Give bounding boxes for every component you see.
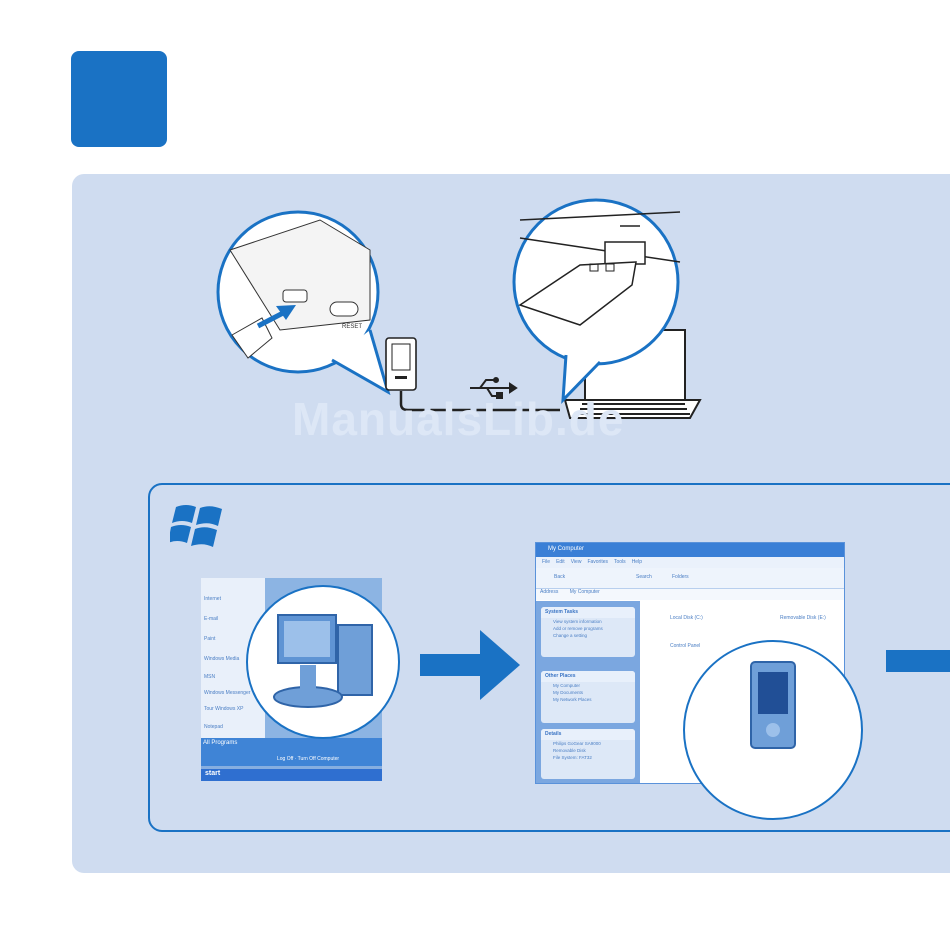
start-menu-item: Paint — [204, 636, 216, 642]
player-device — [385, 337, 417, 391]
log-off-label: Log Off · Turn Off Computer — [277, 756, 340, 762]
address-bar: Address My Computer — [536, 589, 844, 600]
start-menu-item: Tour Windows XP — [204, 706, 244, 712]
drive-item: Local Disk (C:) — [670, 615, 703, 621]
start-menu-item: Notepad — [204, 724, 223, 730]
computer-icon — [273, 614, 373, 708]
next-step-arrow-icon — [886, 650, 950, 672]
start-menu-item: E-mail — [204, 616, 219, 622]
drive-item: Control Panel — [670, 643, 701, 649]
windows-logo-icon — [170, 505, 222, 547]
connection-illustration: RESET — [216, 198, 702, 419]
start-menu-item: Windows Media — [204, 656, 240, 662]
window-title: My Computer — [548, 546, 585, 552]
player-port-zoom: RESET — [216, 210, 391, 396]
laptop — [563, 329, 702, 419]
usb-symbol-icon — [470, 377, 518, 399]
other-places-box: Other Places My Computer My Documents My… — [541, 671, 635, 723]
system-tasks-box: System Tasks View system information Add… — [541, 607, 635, 657]
my-computer-zoom — [246, 585, 400, 739]
start-menu-item: MSN — [204, 674, 216, 680]
all-programs-label: All Programs — [203, 740, 238, 746]
removable-disk-zoom — [683, 640, 863, 820]
drive-item: Removable Disk (E:) — [780, 615, 826, 621]
window-toolbar: Back Search Folders — [536, 568, 844, 589]
step-badge — [71, 51, 167, 147]
watermark: ManualsLib.de — [292, 393, 625, 445]
next-step-arrow-icon — [420, 630, 520, 700]
svg-text:RESET: RESET — [342, 324, 362, 330]
details-box: Details Philips GoGear SA9000 Removable … — [541, 729, 635, 779]
usb-port-zoom — [512, 198, 681, 404]
start-menu-item: Internet — [204, 596, 221, 602]
start-button-label: start — [205, 770, 221, 777]
player-disk-icon — [750, 661, 796, 749]
start-menu-item: Windows Messenger — [204, 690, 251, 696]
